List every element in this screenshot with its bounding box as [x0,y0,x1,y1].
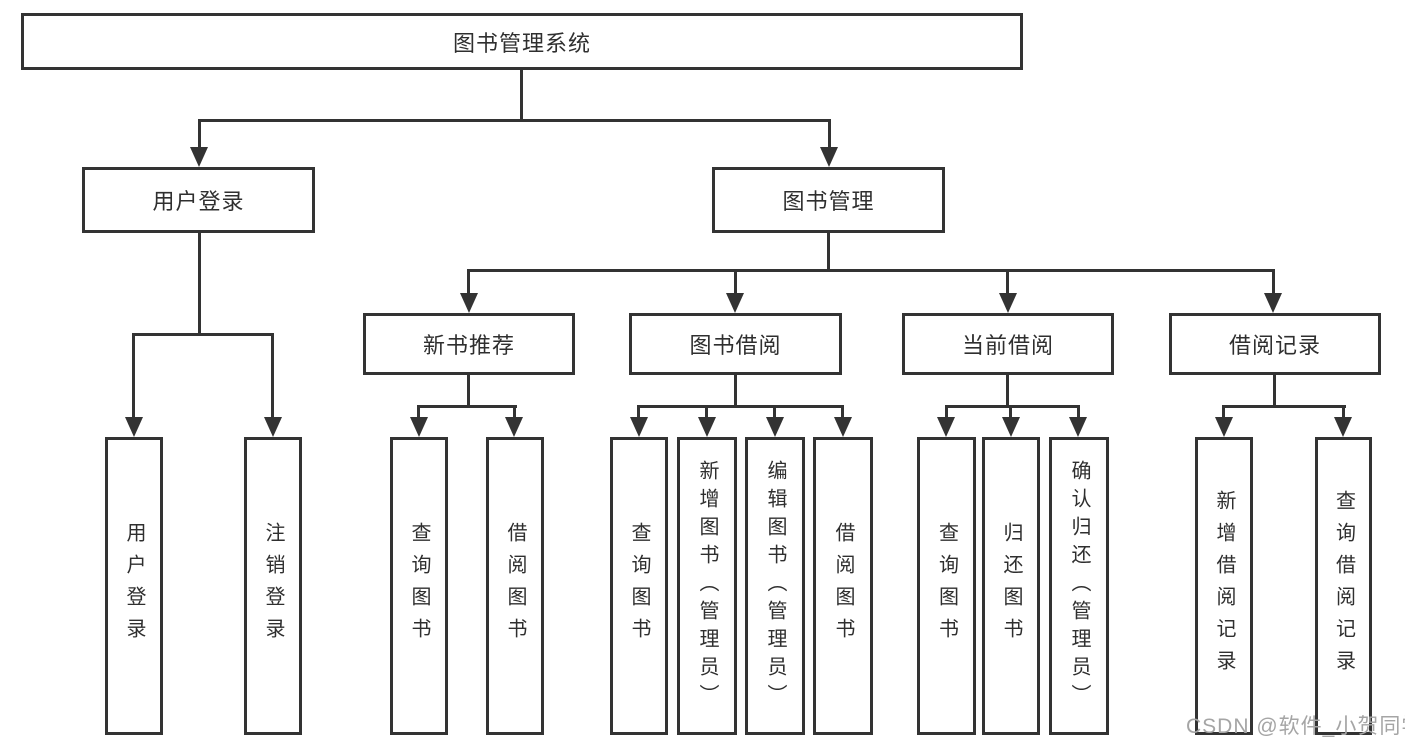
arrowhead-down [505,417,523,437]
node-label: 图书管理系统 [452,30,591,56]
connector [467,269,1275,272]
arrowhead-down [820,147,838,167]
connector [827,233,830,272]
connector [773,405,776,419]
arrowhead-down [1334,417,1352,437]
csdn-watermark: CSDN @软件_小贺同学 [1186,715,1405,738]
leaf-query-books-recommend: 查询图书 [390,437,448,735]
arrowhead-down [1002,417,1020,437]
connector [132,333,135,417]
leaf-query-borrow-record: 查询借阅记录 [1315,437,1372,735]
arrowhead-down [698,417,716,437]
arrowhead-down [726,293,744,313]
connector [417,405,420,419]
leaf-label: 确认归还（管理员） [1068,460,1090,712]
connector [467,269,470,295]
connector [1342,405,1345,419]
leaf-confirm-return-admin: 确认归还（管理员） [1049,437,1109,735]
leaf-user-login: 用户登录 [105,437,163,735]
connector [1009,405,1012,419]
arrowhead-down [1215,417,1233,437]
connector [1006,269,1009,295]
leaf-label: 编辑图书（管理员） [764,460,786,712]
connector [132,333,274,336]
connector [417,405,517,408]
connector [637,405,844,408]
connector [520,69,523,120]
arrowhead-down [264,417,282,437]
leaf-label: 查询图书 [408,522,430,650]
leaf-label: 用户登录 [123,522,145,650]
connector [1222,405,1225,419]
node-label: 借阅记录 [1228,333,1321,358]
leaf-label: 归还图书 [1000,522,1022,650]
arrowhead-down [125,417,143,437]
leaf-label: 查询借阅记录 [1332,490,1355,682]
leaf-borrow-books: 借阅图书 [813,437,873,735]
leaf-label: 新增借阅记录 [1213,490,1235,682]
node-book-management: 图书管理 [712,167,945,233]
connector [1273,374,1276,407]
leaf-borrow-books-recommend: 借阅图书 [486,437,544,735]
connector [841,405,844,419]
leaf-label: 借阅图书 [504,522,526,650]
leaf-label: 新增图书（管理员） [696,460,718,712]
connector [513,405,516,419]
connector [467,374,470,407]
leaf-query-books-current: 查询图书 [917,437,976,735]
node-user-login: 用户登录 [82,167,315,233]
node-library-management-system: 图书管理系统 [21,13,1023,70]
node-new-book-recommend: 新书推荐 [363,313,575,375]
arrowhead-down [1264,293,1282,313]
connector [637,405,640,419]
connector [734,269,737,295]
connector [198,119,831,122]
connector [734,374,737,407]
connector [828,119,831,149]
connector [1222,405,1346,408]
node-borrowing-records: 借阅记录 [1169,313,1381,375]
leaf-label: 查询图书 [628,522,650,650]
node-current-borrowing: 当前借阅 [902,313,1114,375]
arrowhead-down [1069,417,1087,437]
connector [1272,269,1275,295]
leaf-label: 查询图书 [935,522,958,650]
arrowhead-down [937,417,955,437]
arrowhead-down [410,417,428,437]
node-label: 图书管理 [782,189,875,214]
connector [945,405,1080,408]
node-label: 用户登录 [152,189,245,214]
connector [705,405,708,419]
connector [198,119,201,149]
leaf-add-borrow-record: 新增借阅记录 [1195,437,1253,735]
leaf-return-books: 归还图书 [982,437,1040,735]
arrowhead-down [999,293,1017,313]
node-label: 图书借阅 [689,333,782,358]
node-label: 当前借阅 [961,333,1054,358]
node-book-borrowing: 图书借阅 [629,313,842,375]
arrowhead-down [766,417,784,437]
arrowhead-down [190,147,208,167]
connector [198,233,201,336]
node-label: 新书推荐 [422,333,515,358]
arrowhead-down [630,417,648,437]
leaf-edit-books-admin: 编辑图书（管理员） [745,437,805,735]
arrowhead-down [460,293,478,313]
leaf-label: 借阅图书 [832,522,854,650]
connector [1077,405,1080,419]
leaf-logout: 注销登录 [244,437,302,735]
connector [1006,374,1009,407]
connector [945,405,948,419]
arrowhead-down [834,417,852,437]
connector [271,333,274,417]
leaf-query-books-borrowing: 查询图书 [610,437,668,735]
leaf-add-books-admin: 新增图书（管理员） [677,437,737,735]
leaf-label: 注销登录 [262,522,284,650]
